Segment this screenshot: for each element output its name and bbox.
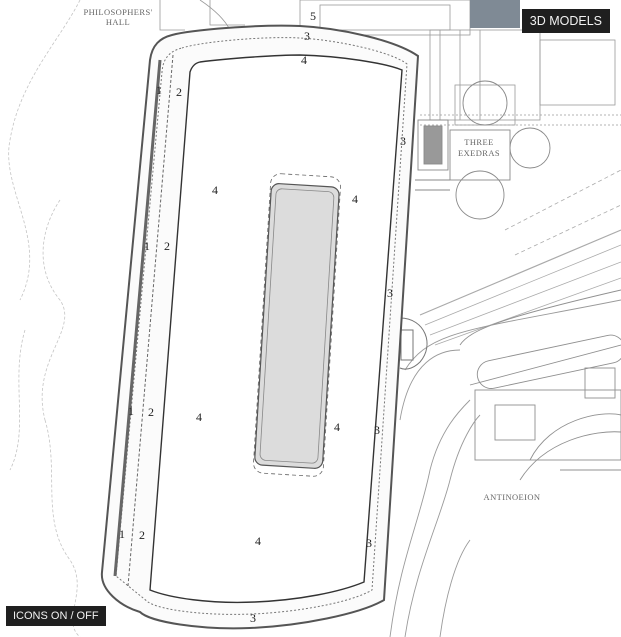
marker-4[interactable]: 4 — [334, 420, 340, 434]
antinoeion-label: ANTINOEION — [484, 492, 541, 502]
terrain-contours — [8, 0, 81, 637]
3d-models-button[interactable]: 3D MODELS — [521, 9, 610, 33]
marker-3[interactable]: 3 — [400, 134, 406, 148]
three-exedras — [415, 80, 551, 220]
side-exedra — [399, 317, 428, 370]
marker-4[interactable]: 4 — [352, 192, 358, 206]
marker-3[interactable]: 3 — [387, 286, 393, 300]
marker-1[interactable]: 1 — [144, 239, 150, 253]
marker-2[interactable]: 2 — [176, 85, 182, 99]
antinoeion-complex — [459, 289, 621, 481]
marker-2[interactable]: 2 — [139, 528, 145, 542]
icons-toggle-button[interactable]: ICONS ON / OFF — [6, 606, 106, 626]
three-exedras-label: THREE — [464, 137, 493, 147]
marker-4[interactable]: 4 — [255, 534, 261, 548]
marker-4[interactable]: 4 — [301, 53, 307, 67]
marker-4[interactable]: 4 — [212, 183, 218, 197]
marker-2[interactable]: 2 — [148, 405, 154, 419]
marker-3[interactable]: 3 — [366, 536, 372, 550]
marker-3[interactable]: 3 — [374, 423, 380, 437]
diagonal-walkways — [419, 169, 621, 346]
marker-1[interactable]: 1 — [156, 83, 162, 97]
marker-3[interactable]: 3 — [304, 29, 310, 43]
three-exedras-label-2: EXEDRAS — [458, 148, 500, 158]
marker-4[interactable]: 4 — [196, 410, 202, 424]
marker-1[interactable]: 1 — [128, 404, 134, 418]
central-pool — [253, 173, 341, 477]
philosophers-hall-label-2: HALL — [106, 17, 130, 27]
philosophers-hall-label: PHILOSOPHERS' — [83, 7, 152, 17]
marker-1[interactable]: 1 — [119, 527, 125, 541]
philosophers-hall-outline — [159, 0, 245, 31]
marker-3[interactable]: 3 — [250, 611, 256, 625]
marker-5[interactable]: 5 — [310, 9, 316, 23]
lower-roads — [389, 299, 621, 637]
marker-2[interactable]: 2 — [164, 239, 170, 253]
